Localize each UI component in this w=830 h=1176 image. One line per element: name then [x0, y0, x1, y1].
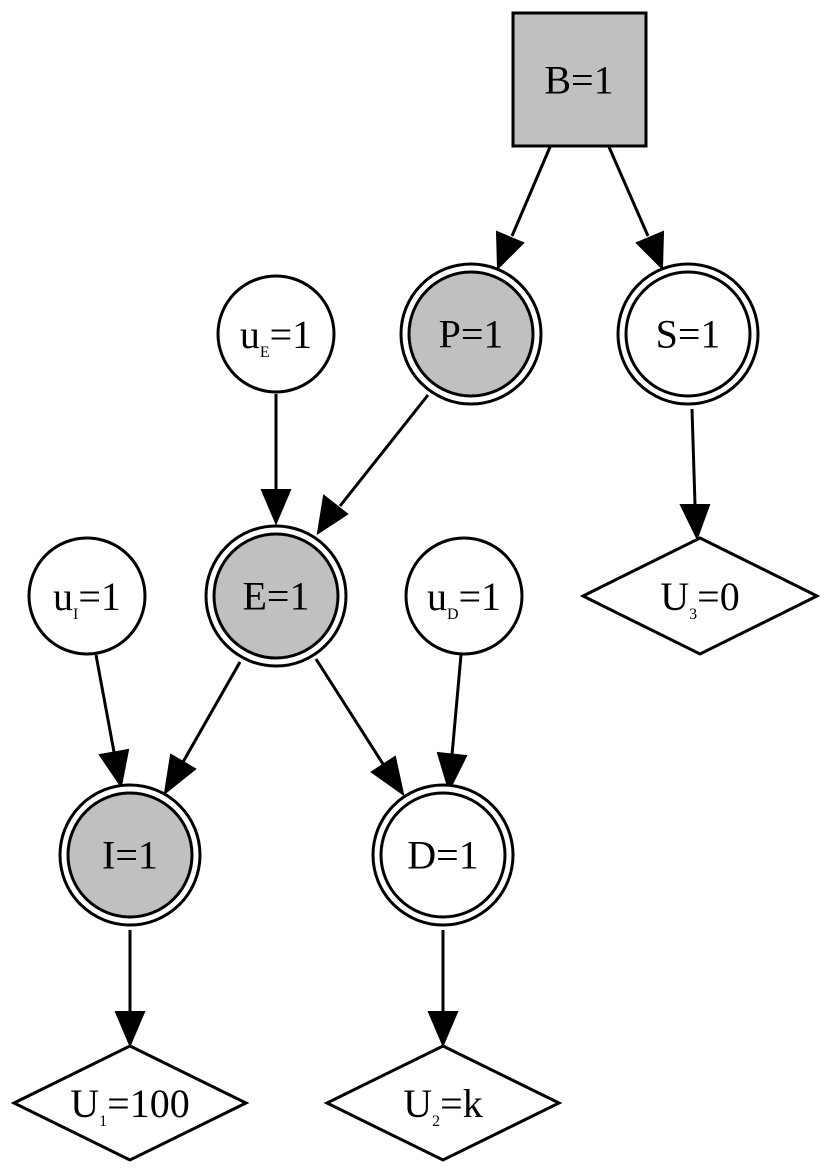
nodes: B=1 P=1 S=1 uE=1 E=1 uI=1: [10, 11, 821, 1162]
node-uI: uI=1: [27, 536, 147, 656]
node-I: I=1: [58, 783, 202, 927]
node-E-label: E=1: [243, 574, 310, 619]
edge-B-S: [607, 146, 665, 271]
node-U3-label: U3=0: [660, 574, 739, 623]
node-U3: U3=0: [579, 536, 821, 656]
node-I-label: I=1: [102, 833, 158, 878]
node-S: S=1: [616, 262, 760, 406]
node-uE-label: uE=1: [240, 312, 312, 361]
node-uE: uE=1: [216, 274, 336, 394]
node-P-label: P=1: [439, 312, 504, 357]
node-uD: uD=1: [404, 536, 524, 656]
edge-D-U2: [427, 930, 459, 1048]
edge-I-U1: [114, 930, 146, 1048]
edge-E-D: [314, 658, 405, 797]
node-E: E=1: [204, 524, 348, 668]
node-D: D=1: [371, 783, 515, 927]
edge-P-E: [316, 394, 430, 536]
node-U2-label: U2=k: [403, 1081, 482, 1130]
edge-S-U3: [679, 408, 711, 541]
node-S-label: S=1: [656, 312, 721, 357]
node-uI-label: uI=1: [53, 574, 121, 623]
node-U1-label: U1=100: [70, 1081, 189, 1130]
node-B: B=1: [511, 11, 648, 148]
edge-B-P: [495, 146, 552, 271]
edge-uD-D: [436, 654, 468, 793]
node-U2: U2=k: [323, 1044, 563, 1162]
node-B-label: B=1: [544, 58, 613, 103]
node-U1: U1=100: [10, 1044, 250, 1162]
node-D-label: D=1: [407, 833, 478, 878]
edge-uE-E: [260, 394, 292, 526]
edge-uI-I: [94, 654, 130, 789]
edge-E-I: [163, 661, 242, 796]
node-uD-label: uD=1: [427, 574, 501, 623]
edges: [94, 146, 711, 1048]
node-P: P=1: [399, 262, 543, 406]
